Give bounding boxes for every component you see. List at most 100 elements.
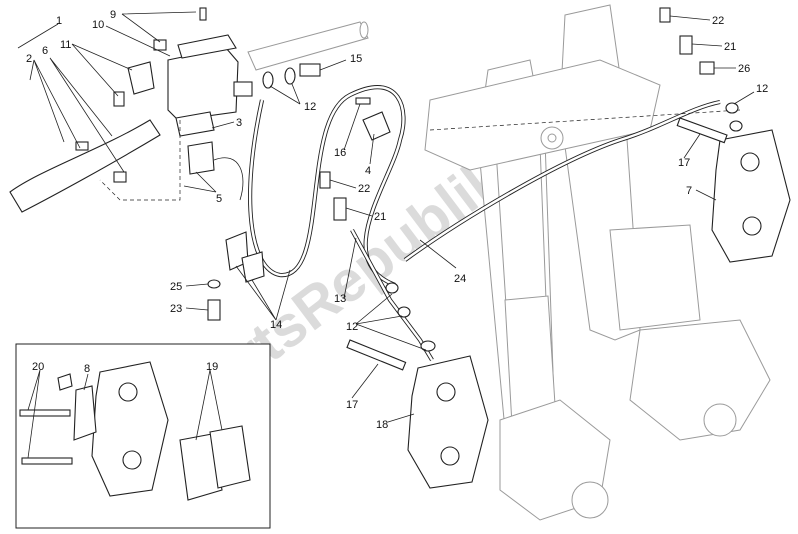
callout-25: 25 xyxy=(170,281,182,293)
callout-5: 5 xyxy=(216,193,222,205)
callout-18: 18 xyxy=(376,419,388,431)
caliper-left-body xyxy=(407,355,489,489)
mirror-mount-clamp xyxy=(127,61,155,95)
washer-12-right-b xyxy=(729,120,743,132)
callout-22a: 22 xyxy=(358,183,370,195)
cap-gasket xyxy=(153,39,167,51)
leader-7 xyxy=(695,189,717,201)
leader-2 xyxy=(29,59,81,149)
leader-9 xyxy=(121,11,197,43)
callout-10: 10 xyxy=(92,19,104,31)
callout-11: 11 xyxy=(60,39,71,51)
washer-12-mid-a xyxy=(385,282,399,294)
washer-12-right-a xyxy=(725,102,739,114)
leader-19 xyxy=(195,369,223,441)
leader-21b xyxy=(691,43,723,47)
leader-10 xyxy=(105,25,171,57)
adjuster-center xyxy=(547,133,557,143)
lever-bracket xyxy=(175,111,215,137)
leader-22b xyxy=(669,15,711,21)
leader-12a xyxy=(269,83,301,105)
callout-12a: 12 xyxy=(304,101,316,113)
leader-lines xyxy=(17,11,755,459)
inset-clip-20 xyxy=(57,373,73,391)
washer-12-lower xyxy=(420,340,436,352)
leader-23 xyxy=(185,307,209,311)
bleed-cap-22-left xyxy=(319,171,331,189)
leader-14 xyxy=(235,265,291,321)
leader-25 xyxy=(185,283,209,287)
leader-11 xyxy=(71,43,133,97)
axle-bore-left xyxy=(571,481,609,519)
lower-fork-foot-right xyxy=(629,319,771,441)
callout-9: 9 xyxy=(110,9,116,21)
callout-21a: 21 xyxy=(374,211,386,223)
callout-24: 24 xyxy=(454,273,466,285)
callout-22b: 22 xyxy=(712,15,724,27)
bleed-cap-22-right xyxy=(659,7,671,23)
switch-wire xyxy=(213,157,244,201)
washer-set-top xyxy=(262,63,321,89)
callout-3: 3 xyxy=(236,117,242,129)
fork-slider-right xyxy=(609,224,701,331)
inset-pin-20-b xyxy=(21,457,73,465)
caliper-bolt-17-right xyxy=(676,117,728,144)
callout-13: 13 xyxy=(334,293,346,305)
leader-16 xyxy=(343,103,361,151)
caliper-left-piston-a xyxy=(436,382,456,402)
callout-4: 4 xyxy=(365,165,371,177)
callout-8: 8 xyxy=(84,363,90,375)
leader-17a xyxy=(351,363,379,399)
leader-5 xyxy=(183,171,217,193)
master-cylinder-group xyxy=(9,7,253,213)
leader-1 xyxy=(17,23,59,49)
callout-19: 19 xyxy=(206,361,218,373)
brake-hose-main-inner xyxy=(248,86,405,287)
leader-18 xyxy=(387,413,415,423)
inset-pad-19-a xyxy=(179,433,223,501)
cap-screw xyxy=(199,7,207,21)
inset-panel xyxy=(15,343,271,529)
callout-14: 14 xyxy=(270,319,282,331)
callout-16: 16 xyxy=(334,147,346,159)
clip-screw-16 xyxy=(355,97,371,105)
hose-clip-4 xyxy=(362,111,391,141)
leader-13 xyxy=(343,237,357,299)
brake-light-switch xyxy=(187,141,215,175)
leader-3 xyxy=(211,121,235,129)
axle-bore-right xyxy=(703,403,737,437)
reservoir-cap xyxy=(177,34,237,59)
banjo-bolt-15 xyxy=(299,63,321,77)
caliper-right xyxy=(659,7,791,263)
inset-caliper-piston-a xyxy=(118,382,138,402)
adjuster-knob xyxy=(113,91,125,107)
inset-caliper-piston-b xyxy=(122,450,142,470)
washer-top-a xyxy=(262,71,274,89)
inset-pin-20-a xyxy=(19,409,71,417)
leader-21a xyxy=(345,207,373,217)
caliper-left-piston-b xyxy=(440,446,460,466)
leader-22a xyxy=(329,179,357,189)
callout-labels: 1 2 3 4 5 6 7 8 9 10 11 12 12 12 13 14 1… xyxy=(26,9,768,431)
leader-20 xyxy=(27,369,41,459)
inset-pad-19-b xyxy=(209,425,251,489)
callout-2: 2 xyxy=(26,53,32,65)
washer-top-b xyxy=(284,67,296,85)
dash-lever-assembly xyxy=(99,120,181,201)
handlebar-end xyxy=(359,21,369,39)
lever-nut xyxy=(113,171,127,183)
caliper-left xyxy=(346,339,489,489)
caliper-right-piston-a xyxy=(740,152,760,172)
screw-23 xyxy=(207,299,221,321)
callout-21b: 21 xyxy=(724,41,736,53)
leader-4 xyxy=(369,133,375,165)
callout-23: 23 xyxy=(170,303,182,315)
master-cylinder-body xyxy=(167,47,239,121)
leader-24 xyxy=(419,239,457,269)
banjo-outlet xyxy=(233,81,253,97)
brake-lever xyxy=(9,119,161,213)
callout-7: 7 xyxy=(686,185,692,197)
leader-8 xyxy=(83,373,89,391)
bleed-valve-21-right xyxy=(679,35,693,55)
